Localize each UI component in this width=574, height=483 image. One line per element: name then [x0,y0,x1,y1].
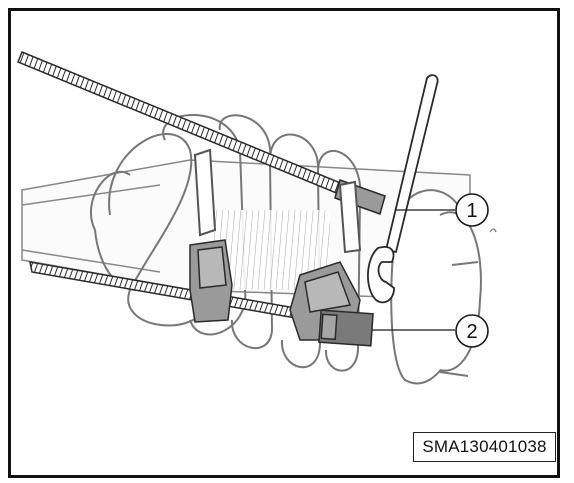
callout-2: 2 [455,314,489,348]
figure-reference-code: SMA130401038 [413,432,556,462]
socket-tool [318,309,374,347]
left-compressor-clamp [189,239,233,323]
callout-1-label: 1 [466,200,477,222]
hub-mark [489,228,497,233]
callout-1: 1 [455,193,489,227]
wrench-tool [367,74,439,304]
callout-leaders [372,209,455,331]
callout-2-label: 2 [466,321,477,343]
upper-compressor-hooks [193,148,362,254]
